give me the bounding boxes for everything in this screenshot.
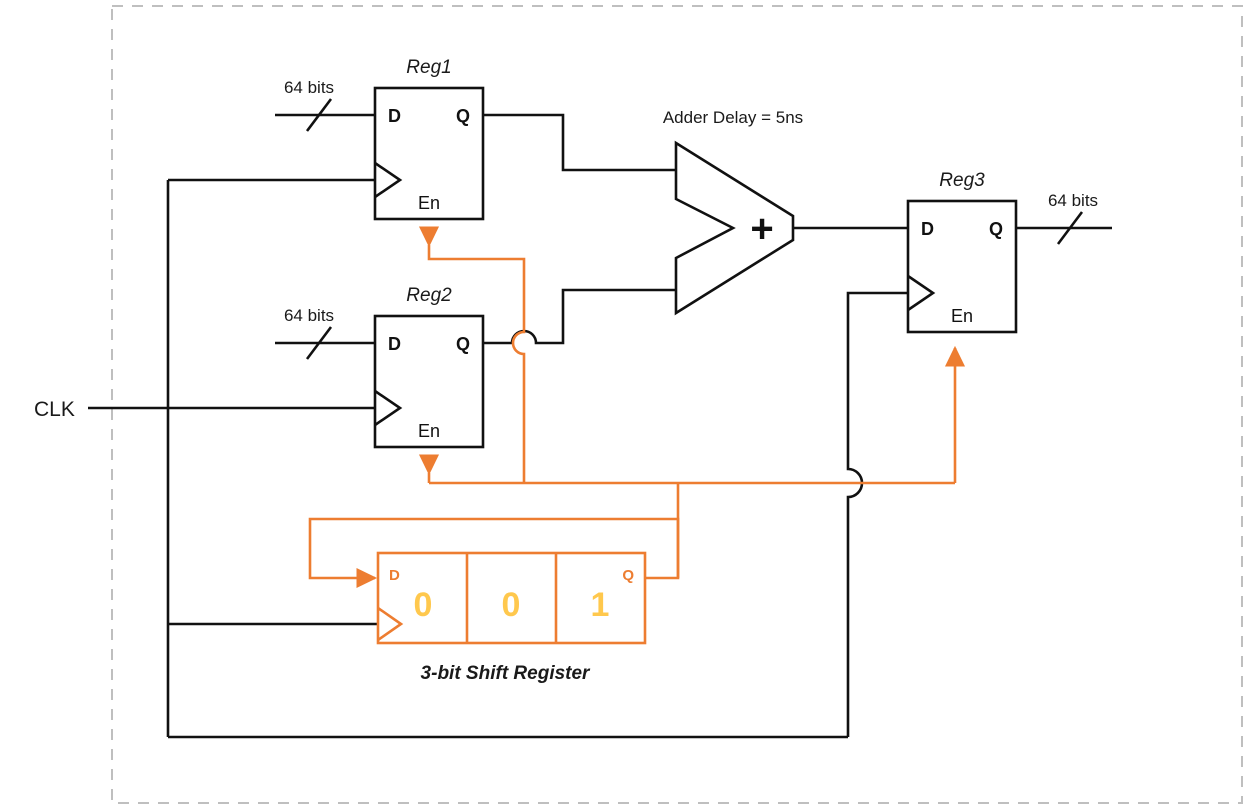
reg2-title: Reg2 — [406, 285, 452, 306]
reg1-q-to-adder-wire — [483, 113, 676, 172]
shift-register-q-label: Q — [622, 567, 634, 584]
reg1-enable-wire — [418, 226, 526, 483]
shift-register-cell-1: 0 — [502, 586, 521, 624]
reg2-en-label: En — [418, 421, 440, 441]
adder-body — [674, 140, 795, 316]
shift-register-title: 3-bit Shift Register — [421, 663, 592, 684]
reg2-width-label: 64 bits — [284, 306, 334, 325]
reg3-width-label: 64 bits — [1048, 191, 1098, 210]
reg1-q-label: Q — [456, 106, 470, 126]
shift-register-feedback-wire — [308, 517, 680, 589]
shift-register-body — [376, 551, 647, 645]
adder-plus-icon: + — [750, 207, 773, 251]
reg1-en-label: En — [418, 193, 440, 213]
shift-register-clock-triangle — [377, 606, 404, 642]
clk-branch-reg3 — [846, 291, 908, 737]
reg1-bus-slash-icon — [305, 98, 333, 132]
reg3-q-label: Q — [989, 219, 1003, 239]
reg2-clock-triangle — [374, 389, 403, 427]
clk-label: CLK — [34, 398, 75, 421]
reg3-en-label: En — [951, 306, 973, 326]
adder-delay-label: Adder Delay = 5ns — [663, 108, 803, 127]
reg1-title: Reg1 — [406, 57, 451, 78]
reg3-d-label: D — [921, 219, 934, 239]
shift-register-cell-2: 1 — [591, 586, 610, 624]
reg2-q-label: Q — [456, 334, 470, 354]
reg2-d-label: D — [388, 334, 401, 354]
reg1-body — [373, 86, 485, 221]
diagram-boundary-frame — [111, 5, 1243, 804]
reg3-clock-triangle — [907, 274, 936, 312]
reg3-bus-slash-icon — [1056, 211, 1084, 245]
reg1-width-label: 64 bits — [284, 78, 334, 97]
reg2-q-to-adder-wire — [483, 288, 676, 345]
reg2-body — [373, 314, 485, 449]
reg3-title: Reg3 — [939, 170, 985, 191]
shift-register-d-label: D — [389, 567, 400, 584]
reg2-bus-slash-icon — [305, 326, 333, 360]
reg1-d-label: D — [388, 106, 401, 126]
reg3-body — [906, 199, 1018, 334]
reg1-clock-triangle — [374, 161, 403, 199]
shift-register-cell-0: 0 — [414, 586, 433, 624]
